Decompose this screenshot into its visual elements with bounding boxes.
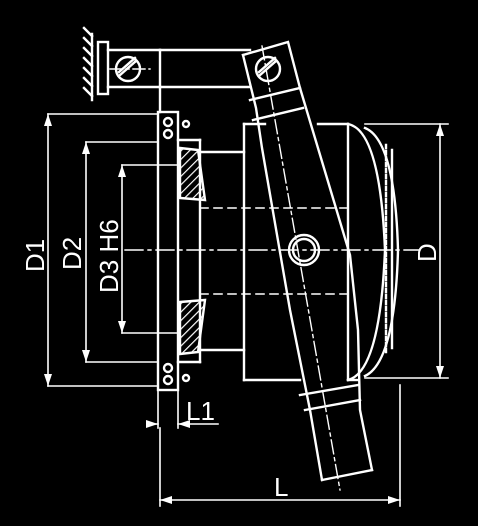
label-d2: D2 — [57, 237, 87, 270]
label-d: D — [412, 243, 442, 262]
label-l: L — [274, 472, 288, 502]
dimension-d1 — [47, 113, 159, 387]
label-l1: L1 — [186, 396, 215, 426]
tilted-lever — [241, 40, 374, 491]
lever-screw — [254, 55, 282, 83]
flange-bolts — [162, 116, 191, 386]
label-d3: D3 H6 — [94, 219, 124, 293]
dimension-l — [159, 384, 401, 507]
lower-hatched-section — [178, 298, 207, 356]
upper-hatched-section — [178, 146, 207, 202]
wall-mount — [82, 26, 110, 102]
dimension-d — [364, 123, 449, 379]
arm-screw — [114, 55, 142, 83]
dimension-arrows — [44, 114, 444, 504]
inner-bore-lines — [199, 207, 349, 295]
dimension-d3 — [121, 164, 179, 334]
front-flange — [346, 122, 400, 382]
label-d1: D1 — [20, 239, 50, 272]
dimension-d2 — [85, 141, 159, 363]
